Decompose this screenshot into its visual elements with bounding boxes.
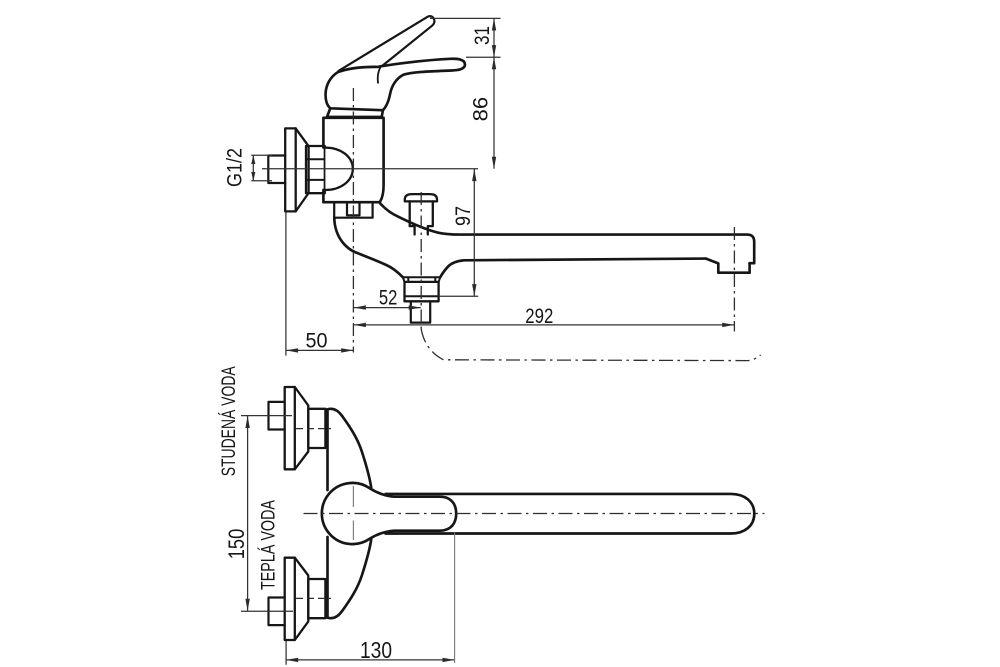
svg-text:G1/2: G1/2 [224, 148, 247, 187]
svg-text:50: 50 [306, 330, 328, 353]
svg-text:TEPLÁ VODA: TEPLÁ VODA [259, 500, 280, 590]
svg-text:292: 292 [525, 305, 553, 328]
svg-text:86: 86 [470, 97, 493, 122]
svg-text:97: 97 [452, 206, 475, 226]
svg-text:31: 31 [471, 26, 494, 45]
svg-text:150: 150 [224, 529, 249, 560]
svg-text:130: 130 [360, 637, 392, 663]
svg-text:52: 52 [379, 287, 398, 310]
svg-text:STUDENÁ VODA: STUDENÁ VODA [219, 366, 240, 476]
